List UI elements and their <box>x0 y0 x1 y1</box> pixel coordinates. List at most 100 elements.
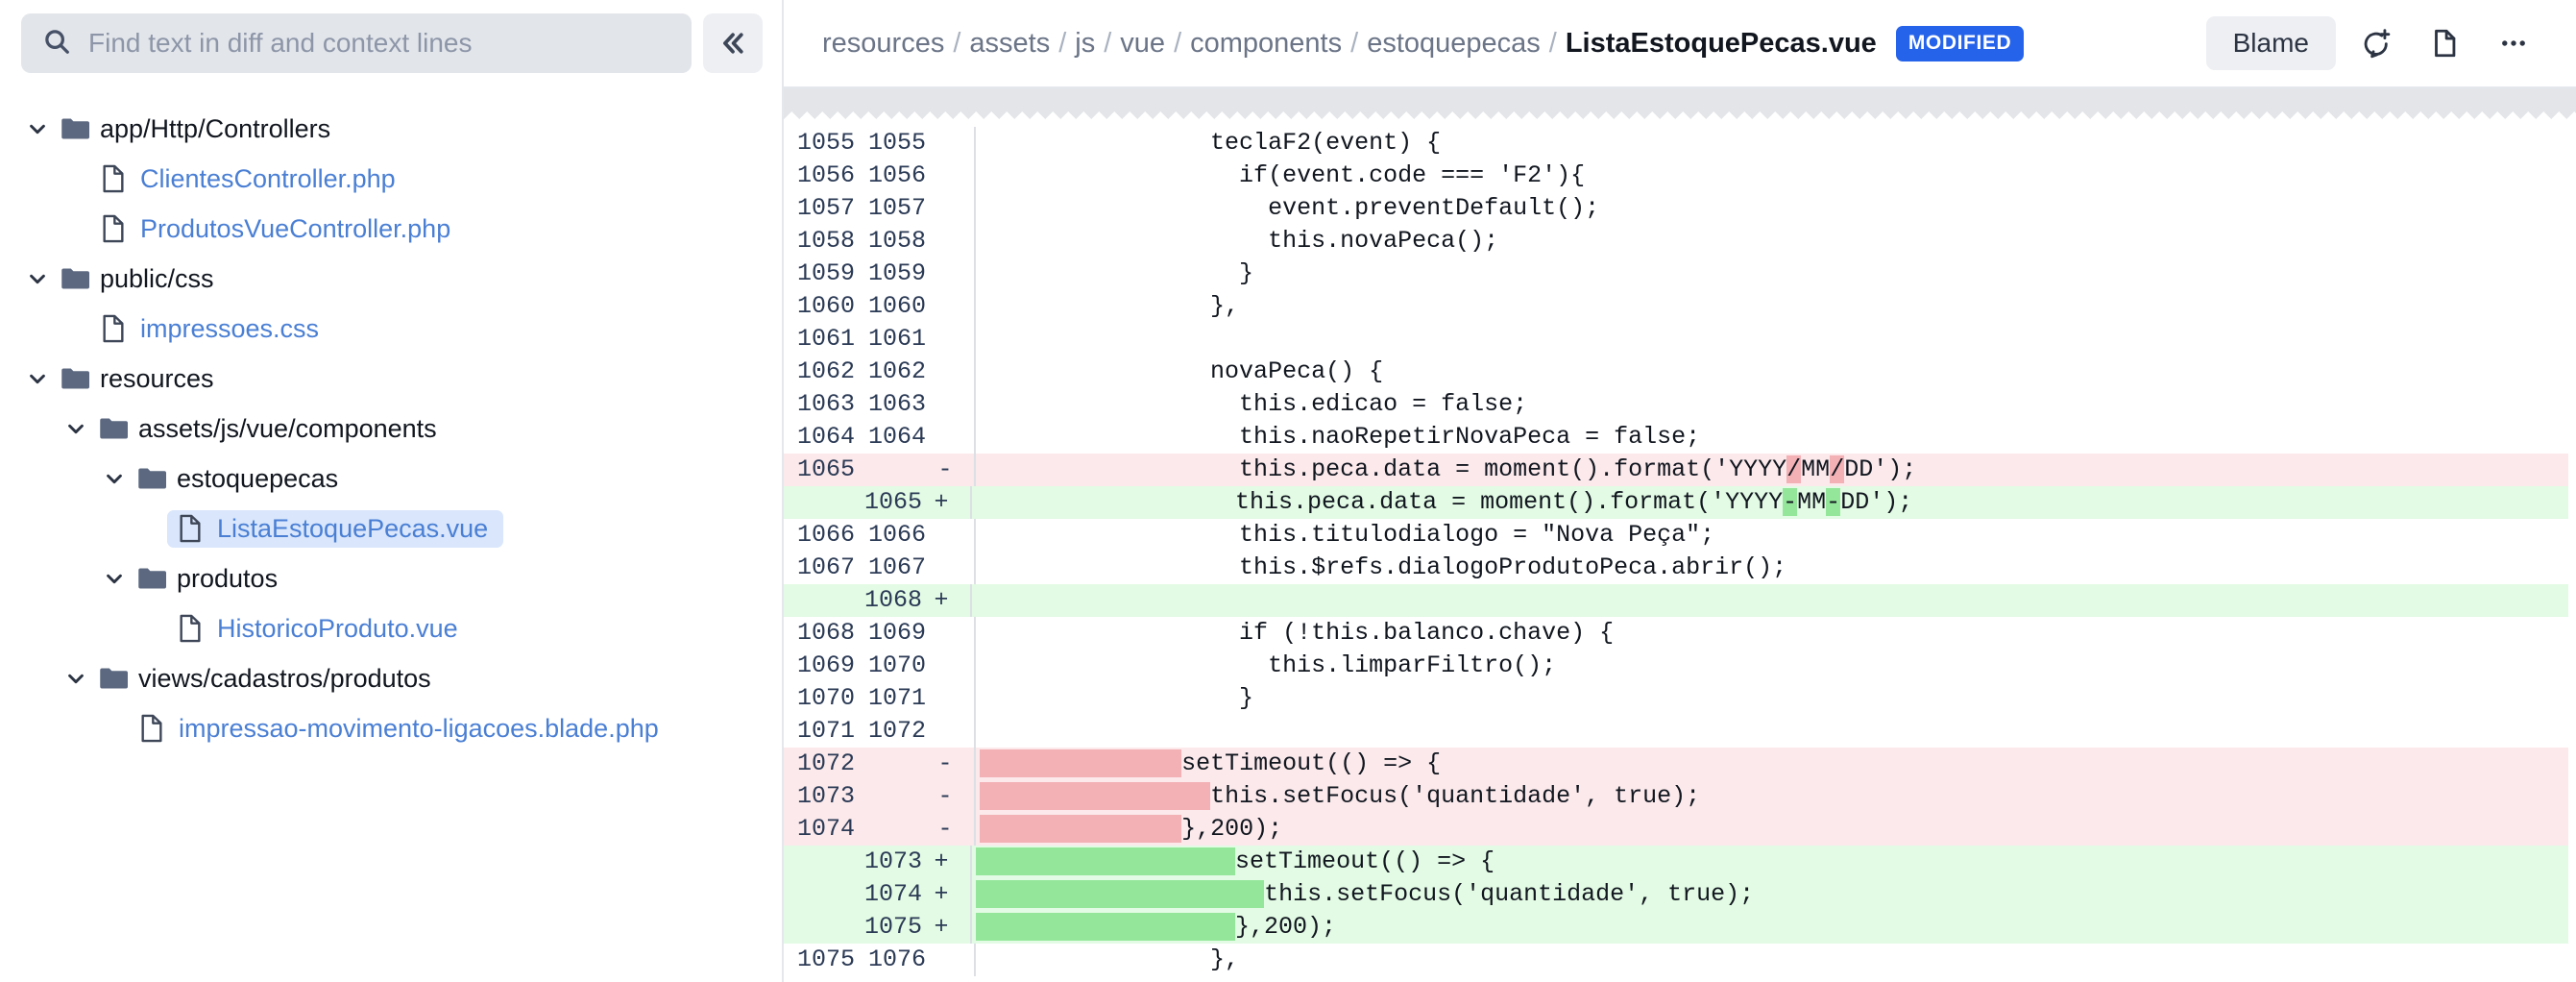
diff-row[interactable]: 1073- this.setFocus('quantidade', true); <box>784 780 2576 813</box>
chevron-down-icon[interactable] <box>61 418 90 439</box>
diff-code-line: } <box>976 258 2568 290</box>
diff-row[interactable]: 1065- this.peca.data = moment().format('… <box>784 454 2576 486</box>
code-text: this.peca.data = moment().format('YYYY <box>980 455 1787 483</box>
tree-file-item[interactable]: impressoes.css <box>0 304 782 354</box>
search-box[interactable] <box>21 13 692 73</box>
search-input[interactable] <box>88 28 670 59</box>
diff-row[interactable]: 1075+ },200); <box>784 911 2576 944</box>
row-trailing-gutter <box>2568 780 2576 813</box>
tree-file-item[interactable]: ClientesController.php <box>0 154 782 204</box>
tree-file-item[interactable]: ListaEstoquePecas.vue <box>0 503 782 553</box>
blame-button[interactable]: Blame <box>2205 16 2336 70</box>
more-options-button[interactable] <box>2484 13 2543 73</box>
tree-folder-item[interactable]: produtos <box>0 553 782 603</box>
collapsed-hunk-marker[interactable] <box>784 88 2576 127</box>
chevron-double-left-icon <box>723 33 743 54</box>
add-comment-button[interactable] <box>2345 13 2405 73</box>
gutter-divider <box>974 780 977 813</box>
line-number-old: 1059 <box>797 259 856 287</box>
tree-file-label: impressoes.css <box>140 313 320 343</box>
chevron-down-icon[interactable] <box>61 668 90 689</box>
tree-folder-label: resources <box>100 363 214 393</box>
line-number-old: 1067 <box>797 553 856 581</box>
chevron-down-icon[interactable] <box>100 568 129 589</box>
diff-row[interactable]: 1074+ this.setFocus('quantidade', true); <box>784 878 2576 911</box>
diff-code-line: this.titulodialogo = "Nova Peça"; <box>976 519 2568 552</box>
tree-folder-item[interactable]: public/css <box>0 254 782 304</box>
gutter-divider <box>974 160 977 192</box>
breadcrumb-segment[interactable]: components <box>1190 27 1343 59</box>
tree-file-item[interactable]: impressao-movimento-ligacoes.blade.php <box>0 703 782 753</box>
diff-code-line: teclaF2(event) { <box>976 127 2568 160</box>
line-number-old: 1065 <box>797 455 856 483</box>
line-number-new: 1065 <box>863 488 922 516</box>
tree-folder-item[interactable]: views/cadastros/produtos <box>0 653 782 703</box>
diff-row[interactable]: 1065+ this.peca.data = moment().format('… <box>784 486 2576 519</box>
code-text: this.setFocus('quantidade', true); <box>1210 782 1701 810</box>
tree-folder-item[interactable]: app/Http/Controllers <box>0 104 782 154</box>
gutter-divider <box>970 878 972 911</box>
more-horizontal-icon <box>2502 40 2525 46</box>
tree-file-item[interactable]: HistoricoProduto.vue <box>0 603 782 653</box>
code-text: this.naoRepetirNovaPeca = false; <box>980 423 1701 451</box>
collapse-sidebar-button[interactable] <box>703 13 763 73</box>
code-text: DD'); <box>1840 488 1913 516</box>
chevron-down-icon[interactable] <box>23 268 52 289</box>
folder-icon <box>133 566 171 591</box>
diff-row[interactable]: 1073+ setTimeout(() => { <box>784 846 2576 878</box>
line-number-new: 1055 <box>868 129 927 157</box>
row-trailing-gutter <box>2568 846 2576 878</box>
file-icon <box>171 614 209 643</box>
diff-sign: - <box>937 815 953 843</box>
gutter-divider <box>974 258 977 290</box>
diff-row[interactable]: 1068+ <box>784 584 2576 617</box>
line-number-new: 1075 <box>863 913 922 941</box>
diff-code-line: this.edicao = false; <box>976 388 2568 421</box>
code-text: }, <box>980 292 1240 320</box>
file-view-button[interactable] <box>2415 13 2474 73</box>
breadcrumb-segment[interactable]: assets <box>969 27 1051 59</box>
file-icon <box>171 514 209 543</box>
gutter-divider <box>974 813 977 846</box>
diff-row[interactable]: 1072- setTimeout(() => { <box>784 748 2576 780</box>
tree-file-item[interactable]: ProdutosVueController.php <box>0 204 782 254</box>
line-number-old: 1062 <box>797 357 856 385</box>
chevron-down-icon[interactable] <box>23 118 52 139</box>
diff-row[interactable]: 1074- },200); <box>784 813 2576 846</box>
breadcrumb-segment[interactable]: estoquepecas <box>1367 27 1541 59</box>
line-number-old <box>784 878 855 911</box>
breadcrumb-segment[interactable]: vue <box>1120 27 1166 59</box>
breadcrumb-segment[interactable]: resources <box>822 27 945 59</box>
breadcrumb-segment[interactable]: js <box>1075 27 1096 59</box>
line-number-old: 1074 <box>797 815 856 843</box>
chevron-down-icon[interactable] <box>100 468 129 489</box>
gutter-divider <box>974 454 977 486</box>
row-trailing-gutter <box>2568 421 2576 454</box>
chevron-down-icon[interactable] <box>23 368 52 389</box>
tree-folder-item[interactable]: resources <box>0 354 782 404</box>
diff-code-line <box>976 715 2568 748</box>
gutter-divider <box>974 617 977 650</box>
tree-folder-item[interactable]: assets/js/vue/components <box>0 404 782 454</box>
line-number-new: 1063 <box>868 390 927 418</box>
tree-folder-item[interactable]: estoquepecas <box>0 454 782 503</box>
tree-folder-label: public/css <box>100 263 214 293</box>
diff-sign: + <box>934 913 949 941</box>
